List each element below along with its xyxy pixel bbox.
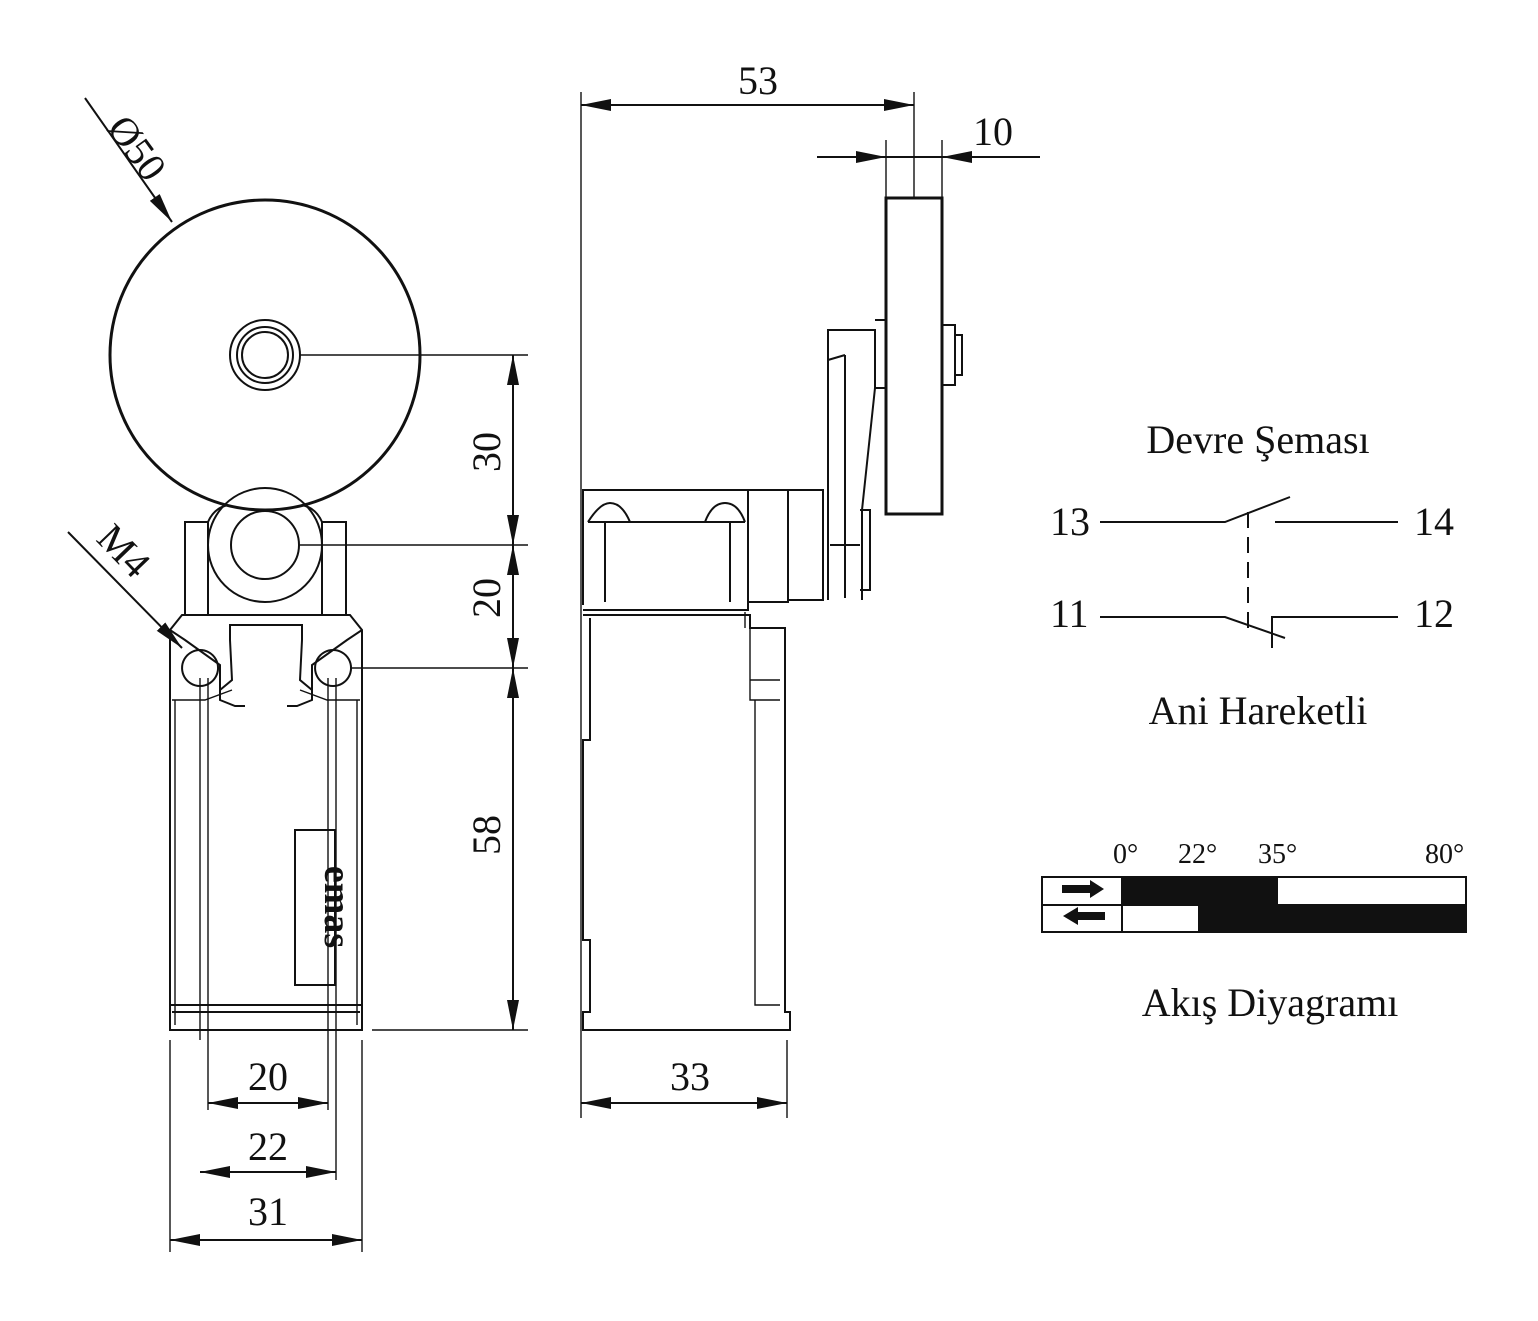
brand-text: emas bbox=[316, 866, 358, 948]
circuit-title: Devre Şeması bbox=[1146, 417, 1369, 462]
nc-contact bbox=[1100, 616, 1398, 648]
dim-20-horizontal: 20 bbox=[248, 1054, 288, 1099]
diameter-label: Ø50 bbox=[99, 107, 176, 189]
roller-hub-inner bbox=[236, 326, 294, 384]
flow-bar-return bbox=[1198, 905, 1466, 932]
side-body bbox=[582, 614, 791, 1031]
mounting-hole-right bbox=[314, 649, 353, 687]
top-slot bbox=[169, 624, 363, 707]
switch-body bbox=[169, 614, 363, 1031]
side-view: 53 10 33 bbox=[580, 58, 1040, 1118]
dim-22: 22 bbox=[248, 1124, 288, 1169]
bottom-strip bbox=[170, 1004, 362, 1013]
flow-title: Akış Diyagramı bbox=[1142, 980, 1399, 1025]
lever-pivot-inner bbox=[230, 510, 300, 580]
flow-diagram: 0° 22° 35° 80° Akış Diyagramı bbox=[1041, 839, 1467, 1025]
dim-31: 31 bbox=[248, 1189, 288, 1234]
arrow-right-icon bbox=[1062, 880, 1104, 898]
terminal-12: 12 bbox=[1414, 591, 1454, 636]
side-roller bbox=[884, 196, 944, 516]
angle-label-22: 22° bbox=[1178, 839, 1217, 870]
mounting-hole-left bbox=[181, 649, 220, 687]
dim-20-vertical: 20 bbox=[464, 578, 509, 618]
terminal-14: 14 bbox=[1414, 499, 1454, 544]
side-lever-arm bbox=[827, 329, 876, 600]
arrow-left-icon bbox=[1063, 907, 1105, 925]
angle-label-35: 35° bbox=[1258, 839, 1297, 870]
roller-hub-outer bbox=[229, 319, 301, 391]
terminal-13: 13 bbox=[1050, 499, 1090, 544]
side-head bbox=[582, 489, 749, 611]
circuit-subtitle: Ani Hareketli bbox=[1149, 688, 1368, 733]
terminal-11: 11 bbox=[1050, 591, 1089, 636]
dim-30: 30 bbox=[464, 432, 509, 472]
circuit-schematic: Devre Şeması 13 14 11 12 Ani Hareketli bbox=[1050, 417, 1454, 733]
roller-hub-core bbox=[241, 331, 289, 379]
front-view: emas Ø50 M4 30 20 58 20 22 31 bbox=[67, 97, 528, 1252]
no-contact bbox=[1100, 496, 1398, 523]
dim-58: 58 bbox=[464, 815, 509, 855]
thread-label: M4 bbox=[89, 515, 160, 586]
dim-10: 10 bbox=[973, 109, 1013, 154]
switch-body-inner bbox=[174, 700, 358, 1025]
dim-33: 33 bbox=[670, 1054, 710, 1099]
angle-label-80: 80° bbox=[1425, 839, 1464, 870]
dim-53: 53 bbox=[738, 58, 778, 103]
lever-housing bbox=[184, 504, 347, 615]
body-shoulder bbox=[172, 689, 360, 701]
angle-label-0: 0° bbox=[1113, 839, 1138, 870]
flow-bar-forward bbox=[1122, 877, 1278, 905]
brand-plate bbox=[294, 829, 336, 986]
